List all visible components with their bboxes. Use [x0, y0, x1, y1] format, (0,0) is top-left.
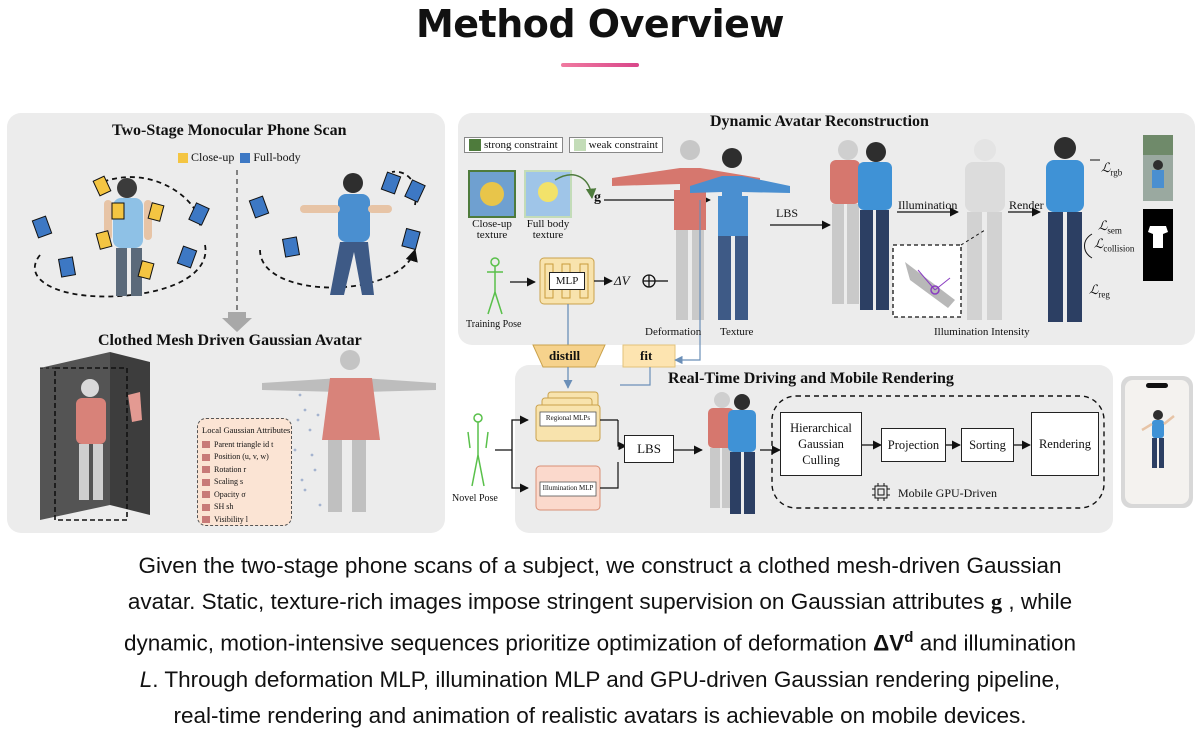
rendering-box: Rendering: [1031, 412, 1099, 476]
caption-symbol-delta-v: ΔV: [873, 630, 905, 656]
mlp-box: MLP: [549, 272, 585, 290]
caption-line: Given the two-stage phone scans of a sub…: [138, 553, 1062, 578]
fullbody-swatch: [240, 153, 251, 164]
attribute-item: Scaling s: [202, 476, 287, 489]
novel-pose-icon: [467, 413, 489, 487]
mobile-phone-image: [1121, 376, 1193, 508]
lbs-box: LBS: [624, 435, 674, 463]
reconstruction-title: Dynamic Avatar Reconstruction: [710, 113, 929, 130]
scan-title: Two-Stage Monocular Phone Scan: [112, 122, 347, 139]
attributes-box: Local Gaussian Attributes Parent triangl…: [197, 418, 292, 526]
fullbody-legend-label: Full-body: [253, 150, 301, 164]
attribute-item: Parent triangle id t: [202, 439, 287, 452]
gaussian-avatar-title: Clothed Mesh Driven Gaussian Avatar: [98, 332, 362, 349]
loss-symbol: ℒ: [1098, 218, 1108, 233]
attributes-title: Local Gaussian Attributes: [202, 425, 291, 435]
fit-label: fit: [640, 348, 653, 363]
culling-box: Hierarchical Gaussian Culling: [780, 412, 862, 476]
illumination-figure: [965, 139, 1005, 320]
title-underline: [561, 63, 639, 67]
loss-reg: ℒreg: [1089, 282, 1110, 300]
strong-constraint-legend: strong constraint: [464, 137, 563, 153]
training-pose-icon: [487, 257, 503, 315]
caption-symbol-l: L: [139, 666, 153, 692]
posed-figures: [830, 140, 892, 310]
texture-label: Texture: [720, 326, 754, 338]
attribute-item: SH sh: [202, 501, 287, 514]
attribute-label: Scaling s: [214, 477, 244, 486]
rendered-figure: [1046, 137, 1084, 322]
attribute-label: Position (u, v, w): [214, 452, 269, 461]
illumination-intensity-label: Illumination Intensity: [934, 326, 1030, 338]
caption-text: and illumination: [913, 630, 1077, 656]
regional-mlps-label: Regional MLPs: [545, 414, 591, 422]
caption-line: L. Through deformation MLP, illumination…: [0, 662, 1200, 698]
strong-constraint-label: strong constraint: [484, 139, 558, 151]
clothed-mesh-box: [40, 352, 150, 521]
projection-box: Projection: [881, 428, 946, 462]
attribute-label: SH sh: [214, 502, 234, 511]
page-title: Method Overview: [415, 2, 785, 46]
caption-line: avatar. Static, texture-rich images impo…: [0, 584, 1200, 620]
delta-v-label: ΔV: [614, 273, 630, 288]
scan-legend: Close-up Full-body: [178, 150, 301, 165]
attribute-item: Visibility l: [202, 514, 287, 527]
caption-text: dynamic, motion-intensive sequences prio…: [123, 630, 874, 656]
attribute-item: Rotation r: [202, 464, 287, 477]
attribute-label: Opacity σ: [214, 489, 246, 499]
loss-rgb: ℒrgb: [1101, 160, 1122, 178]
weak-constraint-label: weak constraint: [588, 139, 658, 151]
illumination-label: Illumination: [898, 198, 958, 212]
caption-text: avatar. Static, texture-rich images impo…: [127, 589, 991, 614]
deformation-texture-figures: [612, 140, 790, 320]
fullbody-texture-label: Full body texture: [526, 218, 570, 241]
loss-subscript: reg: [1098, 289, 1110, 300]
g-label: g: [594, 190, 601, 205]
caption-symbol-g: g: [990, 589, 1003, 614]
render-label: Render: [1009, 198, 1044, 212]
attribute-label: Visibility l: [214, 514, 248, 524]
loss-subscript: sem: [1107, 225, 1122, 236]
loss-symbol: ℒ: [1094, 236, 1104, 251]
gpu-label: Mobile GPU-Driven: [898, 486, 997, 500]
attribute-label: Rotation r: [214, 464, 247, 474]
attribute-item: Opacity σ: [202, 489, 287, 502]
caption-line: dynamic, motion-intensive sequences prio…: [0, 620, 1200, 662]
distill-label: distill: [549, 348, 581, 363]
closeup-scan-figure: [31, 175, 210, 298]
loss-subscript: rgb: [1110, 167, 1123, 178]
weak-constraint-legend: weak constraint: [568, 137, 663, 153]
loss-collision: ℒcollision: [1094, 236, 1134, 254]
training-pose-label: Training Pose: [466, 319, 522, 330]
illumination-mlp-label: Illumination MLP: [542, 484, 594, 492]
caption-superscript: d: [904, 629, 914, 646]
loss-symbol: ℒ: [1089, 282, 1099, 297]
caption-text: . Through deformation MLP, illumination …: [152, 666, 1061, 692]
closeup-texture-label: Close-up texture: [472, 218, 512, 241]
novel-pose-label: Novel Pose: [452, 493, 498, 504]
figure-caption: Given the two-stage phone scans of a sub…: [0, 548, 1200, 734]
caption-line: real-time rendering and animation of rea…: [173, 702, 1027, 728]
closeup-legend-label: Close-up: [191, 150, 235, 164]
deformation-label: Deformation: [645, 326, 702, 338]
lbs-label: LBS: [776, 206, 799, 220]
attribute-item: Position (u, v, w): [202, 451, 287, 464]
attribute-label: Parent triangle id t: [214, 439, 274, 449]
driving-title: Real-Time Driving and Mobile Rendering: [668, 370, 954, 387]
caption-text: , while: [1002, 589, 1073, 614]
sorting-box: Sorting: [961, 428, 1014, 462]
gaussian-avatar-mesh: [262, 350, 436, 512]
fullbody-scan-figure: [248, 170, 426, 295]
chip-icon: [872, 483, 890, 501]
closeup-swatch: [178, 153, 188, 164]
loss-symbol: ℒ: [1101, 160, 1111, 175]
loss-sem: ℒsem: [1098, 218, 1122, 236]
driven-avatar-figures: [708, 392, 756, 514]
constraint-legend: strong constraint weak constraint: [464, 135, 663, 155]
loss-subscript: collision: [1103, 243, 1135, 254]
